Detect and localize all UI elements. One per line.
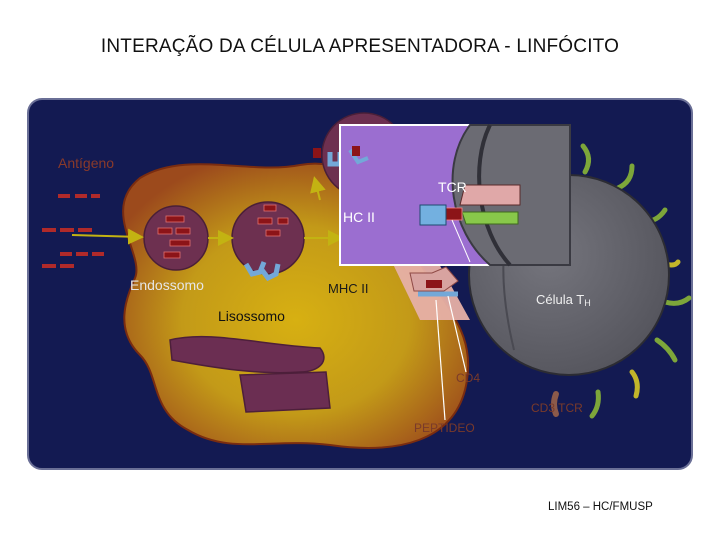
free-antigens bbox=[42, 194, 104, 268]
leader-lines bbox=[435, 295, 467, 421]
zoom-inset bbox=[339, 124, 571, 267]
label-lisossomo: Lisossomo bbox=[218, 308, 285, 324]
celula-th-main: Célula T bbox=[536, 292, 584, 307]
celula-th-sub: H bbox=[584, 298, 591, 308]
label-celula-th: Célula TH bbox=[536, 292, 591, 308]
lisossomo bbox=[169, 335, 325, 374]
vesicle-2 bbox=[231, 201, 305, 275]
label-hc2: HC II bbox=[343, 209, 375, 225]
antigen-fragments bbox=[157, 204, 289, 259]
footer-credit: LIM56 – HC/FMUSP bbox=[548, 501, 653, 513]
label-cd4: CD4 bbox=[456, 371, 480, 385]
surface-mhc bbox=[409, 266, 459, 297]
label-antigeno: Antígeno bbox=[58, 155, 114, 171]
label-mhc2: MHC II bbox=[328, 281, 368, 296]
page-title: INTERAÇÃO DA CÉLULA APRESENTADORA - LINF… bbox=[100, 36, 620, 57]
label-peptideo: PEPTIDEO bbox=[414, 421, 475, 435]
label-endossomo: Endossomo bbox=[130, 277, 204, 293]
label-tcr: TCR bbox=[438, 179, 467, 195]
label-cd3-tcr: CD3 TCR bbox=[531, 401, 583, 415]
